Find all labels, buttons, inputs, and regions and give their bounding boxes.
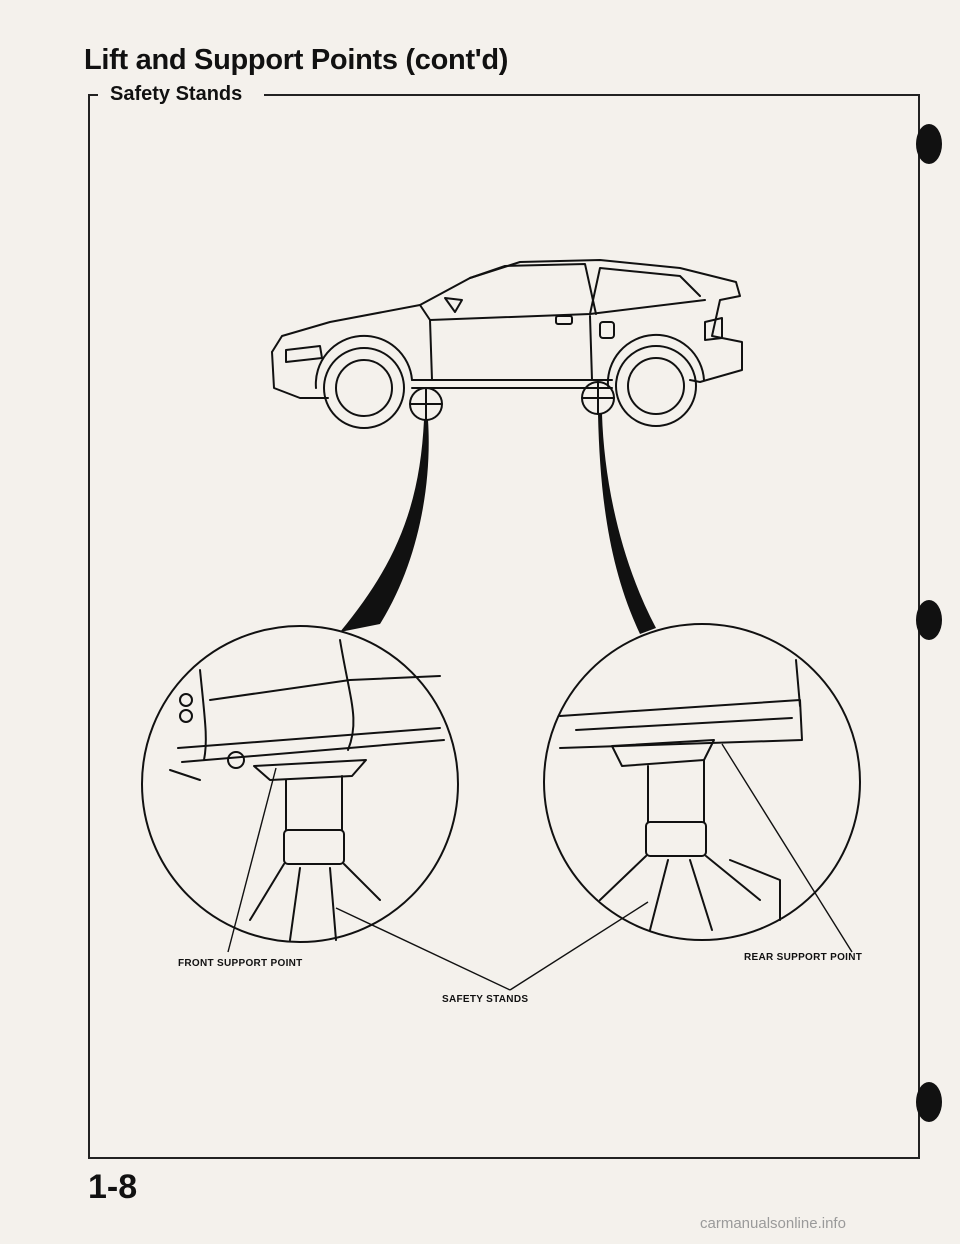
section-title: Safety Stands	[110, 83, 243, 105]
watermark: carmanualsonline.info	[700, 1215, 846, 1232]
frame-top-rule-left	[88, 94, 98, 96]
rear-wheel-drawing	[606, 333, 705, 427]
rear-support-point-label: REAR SUPPORT POINT	[744, 952, 863, 963]
rear-detail-view	[543, 623, 861, 941]
car-body-drawing	[271, 259, 743, 399]
front-callout-cone	[340, 420, 429, 632]
safety-stands-label: SAFETY STANDS	[442, 994, 529, 1005]
rear-callout-cone	[598, 414, 656, 634]
front-detail-view	[141, 625, 459, 943]
page-number: 1-8	[88, 1168, 138, 1206]
binder-hole-marker-bottom	[916, 1082, 942, 1122]
front-wheel-drawing	[314, 334, 413, 429]
frame-top-rule-right	[264, 94, 918, 96]
binder-hole-marker-middle	[916, 600, 942, 640]
front-support-point-label: FRONT SUPPORT POINT	[178, 958, 303, 969]
page-title: Lift and Support Points (cont'd)	[84, 44, 509, 76]
binder-hole-marker-top	[916, 124, 942, 164]
callout-leader-lines	[227, 743, 853, 991]
